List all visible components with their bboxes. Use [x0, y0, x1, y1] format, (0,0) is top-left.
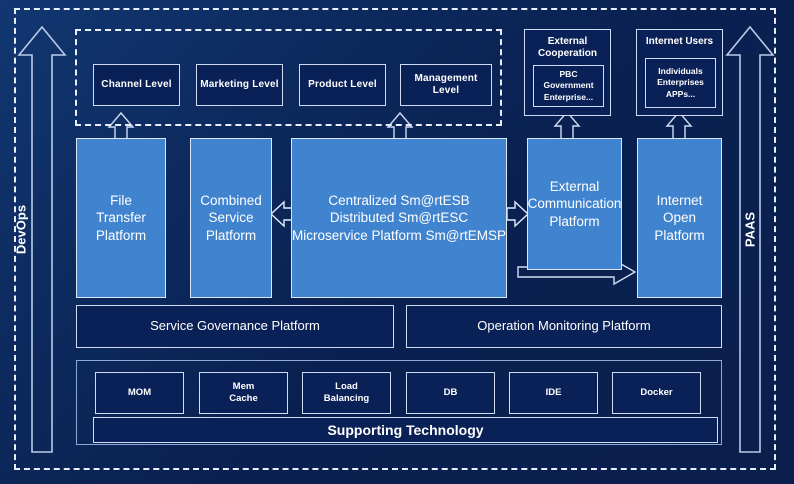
technology-panel [76, 360, 722, 445]
level-box-management[interactable]: Management Level [400, 64, 492, 106]
internet-users-card[interactable]: Internet Users Individuals Enterprises A… [636, 29, 723, 116]
tech-box-ide-line-1: IDE [545, 387, 562, 399]
left-arrow-esb-to-combined [269, 200, 293, 228]
platform-file-transfer-line-1: File [110, 192, 132, 208]
platform-esb-core-line-2: Distributed Sm@rtESC [329, 210, 469, 226]
platform-external-communication-line-2: Communication [527, 196, 622, 212]
internet-users-detail-line-1: Individuals [658, 65, 703, 76]
platform-file-transfer-line-3: Platform [95, 227, 147, 243]
platform-combined-service[interactable]: Combined Service Platform [190, 138, 272, 298]
platform-external-communication-line-3: Platform [549, 213, 600, 229]
platform-combined-service-line-2: Service [208, 210, 254, 226]
level-box-channel[interactable]: Channel Level [93, 64, 180, 106]
governance-service-governance[interactable]: Service Governance Platform [76, 305, 394, 348]
external-cooperation-detail-line-2: Enterprise... [543, 91, 594, 102]
governance-operation-monitoring[interactable]: Operation Monitoring Platform [406, 305, 722, 348]
platform-internet-open[interactable]: Internet Open Platform [637, 138, 722, 298]
tech-box-docker-line-1: Docker [640, 387, 673, 399]
paas-label: PAAS [742, 211, 758, 248]
tech-box-load-balancing-line-2: Balancing [323, 393, 370, 404]
level-box-product[interactable]: Product Level [299, 64, 386, 106]
platform-internet-open-line-3: Platform [654, 227, 705, 243]
external-cooperation-title-line-2: Cooperation [538, 48, 597, 59]
external-cooperation-title: External Cooperation [525, 36, 610, 60]
internet-users-title: Internet Users [637, 36, 722, 48]
level-box-marketing[interactable]: Marketing Level [196, 64, 283, 106]
tech-box-load-balancing-line-1: Load [335, 381, 358, 393]
internet-users-detail: Individuals Enterprises APPs... [645, 58, 716, 108]
platform-external-communication[interactable]: External Communication Platform [527, 138, 622, 270]
right-arrow-esb-to-external [506, 200, 530, 228]
tech-box-mem-cache-line-2: Cache [229, 393, 258, 404]
platform-internet-open-line-1: Internet [656, 192, 703, 208]
tech-box-db[interactable]: DB [406, 372, 495, 414]
platform-combined-service-line-1: Combined [200, 192, 262, 208]
devops-label: DevOps [13, 204, 29, 255]
platform-esb-core[interactable]: Centralized Sm@rtESB Distributed Sm@rtES… [291, 138, 507, 298]
supporting-technology-bar[interactable]: Supporting Technology [93, 417, 718, 443]
tech-box-docker[interactable]: Docker [612, 372, 701, 414]
platform-internet-open-line-2: Open [662, 210, 697, 226]
up-arrow-external-communication [553, 110, 581, 140]
external-cooperation-card[interactable]: External Cooperation PBC Government Ente… [524, 29, 611, 116]
tech-box-ide[interactable]: IDE [509, 372, 598, 414]
external-cooperation-detail: PBC Government Enterprise... [533, 65, 604, 107]
tech-box-mom[interactable]: MOM [95, 372, 184, 414]
tech-box-db-line-1: DB [443, 387, 458, 399]
platform-file-transfer[interactable]: File Transfer Platform [76, 138, 166, 298]
tech-box-mom-line-1: MOM [127, 387, 152, 399]
external-cooperation-title-line-1: External [547, 36, 588, 47]
platform-combined-service-line-3: Platform [205, 227, 257, 243]
platform-esb-core-line-1: Centralized Sm@rtESB [328, 192, 470, 208]
tech-box-mem-cache-line-1: Mem [232, 381, 255, 393]
internet-users-detail-line-3: APPs... [665, 88, 696, 99]
tech-box-load-balancing[interactable]: Load Balancing [302, 372, 391, 414]
internet-users-detail-line-2: Enterprises [657, 77, 704, 88]
up-arrow-internet-open [665, 110, 693, 140]
tech-box-mem-cache[interactable]: Mem Cache [199, 372, 288, 414]
consumer-level-group [75, 29, 502, 126]
platform-external-communication-line-1: External [549, 178, 600, 194]
platform-esb-core-line-3: Microservice Platform Sm@rtEMSP [292, 227, 506, 243]
platform-file-transfer-line-2: Transfer [96, 210, 146, 226]
external-cooperation-detail-line-1: PBC Government [543, 68, 594, 91]
internet-users-title-line-1: Internet Users [645, 36, 714, 47]
